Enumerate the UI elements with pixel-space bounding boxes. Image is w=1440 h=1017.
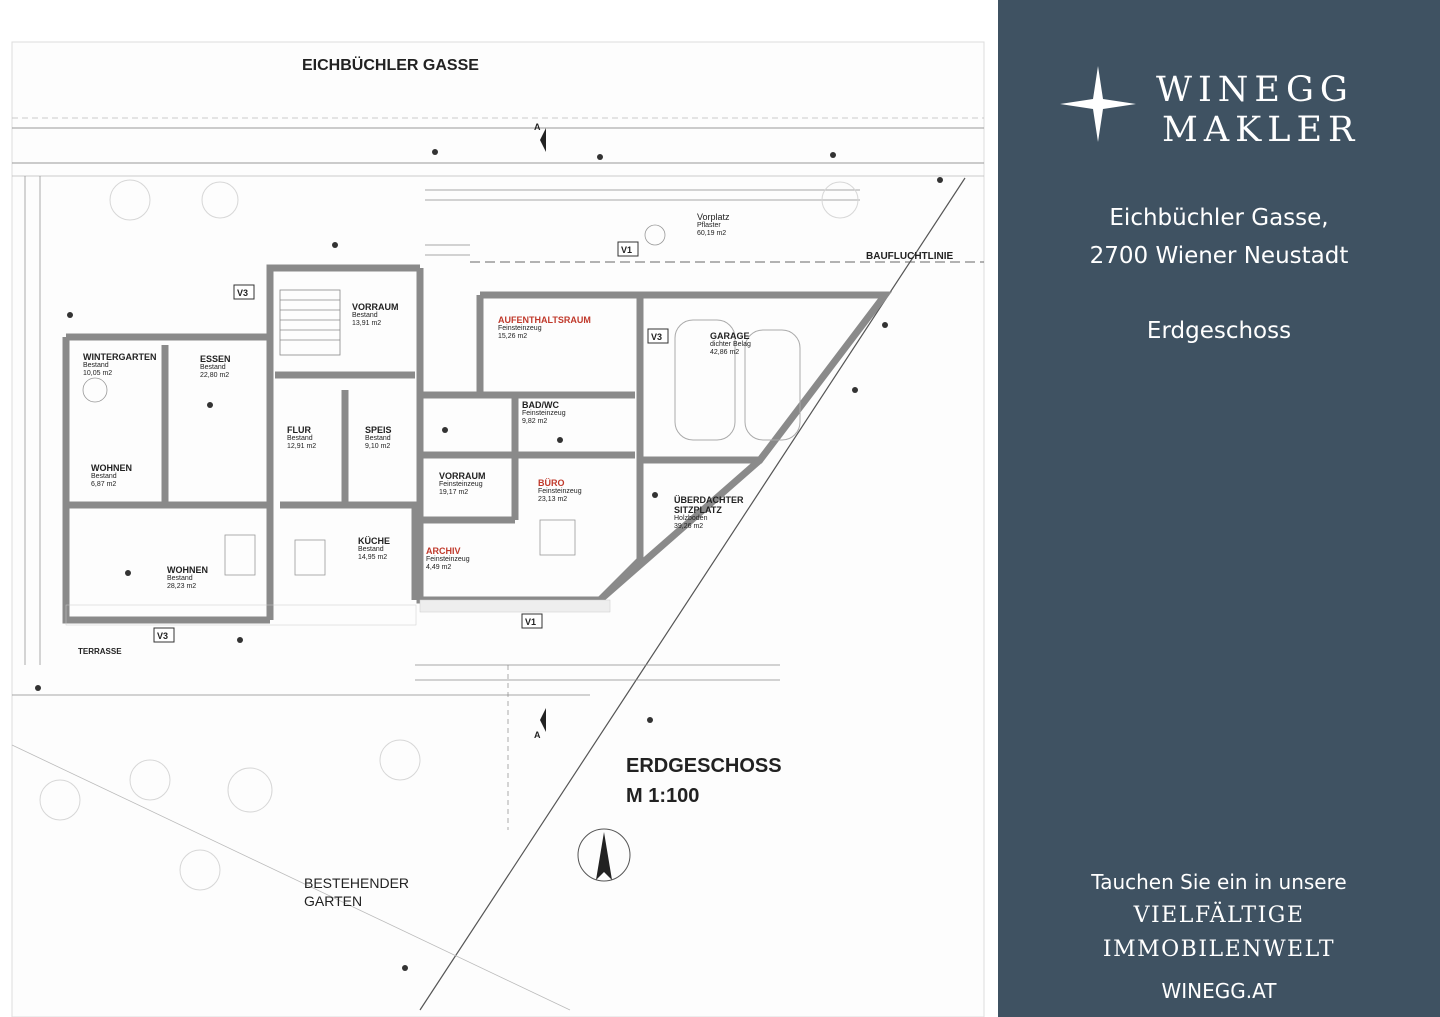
street-name: EICHBÜCHLER GASSE <box>302 57 479 74</box>
brand-logo: WINEGG MAKLER <box>1058 64 1388 154</box>
marker-v1-a: V1 <box>621 245 632 255</box>
section-marker-bottom: A <box>534 730 541 740</box>
brand-line-1: WINEGG <box>1156 70 1354 110</box>
tagline-serif-1: VIELFÄLTIGE <box>1133 903 1305 928</box>
compass-icon <box>577 828 631 882</box>
floor-plan-drawing: V3 V1 V3 V1 V3 A A <box>11 41 985 1017</box>
marker-v1-b: V1 <box>525 617 536 627</box>
tagline-serif-2: IMMOBILENWELT <box>1102 937 1336 962</box>
garden-label-1: BESTEHENDER <box>304 875 410 891</box>
section-marker-top: A <box>534 122 541 132</box>
baufluchtlinie-label: BAUFLUCHTLINIE <box>866 251 954 262</box>
marker-v3-b: V3 <box>651 332 662 342</box>
terrasse-label: TERRASSE <box>78 647 122 656</box>
website-link[interactable]: WINEGG.AT <box>1161 979 1277 1003</box>
tagline: Tauchen Sie ein in unsere <box>1091 870 1347 894</box>
address-city: 2700 Wiener Neustadt <box>1089 243 1349 269</box>
marker-v3-a: V3 <box>237 288 248 298</box>
floor-label: Erdgeschoss <box>1146 318 1292 344</box>
info-panel: WINEGG MAKLER Eichbüchler Gasse, 2700 Wi… <box>998 0 1440 1017</box>
address-street: Eichbüchler Gasse, <box>1109 205 1329 231</box>
star-logo-icon <box>1060 66 1136 142</box>
floor-plan: V3 V1 V3 V1 V3 A A EICHBÜCHLER GASSE BAU… <box>11 41 985 1017</box>
marker-v3-c: V3 <box>157 631 168 641</box>
plan-title: ERDGESCHOSS <box>626 755 782 777</box>
plan-scale: M 1:100 <box>626 785 700 807</box>
brand-line-2: MAKLER <box>1162 110 1361 150</box>
garden-label-2: GARTEN <box>304 893 363 909</box>
